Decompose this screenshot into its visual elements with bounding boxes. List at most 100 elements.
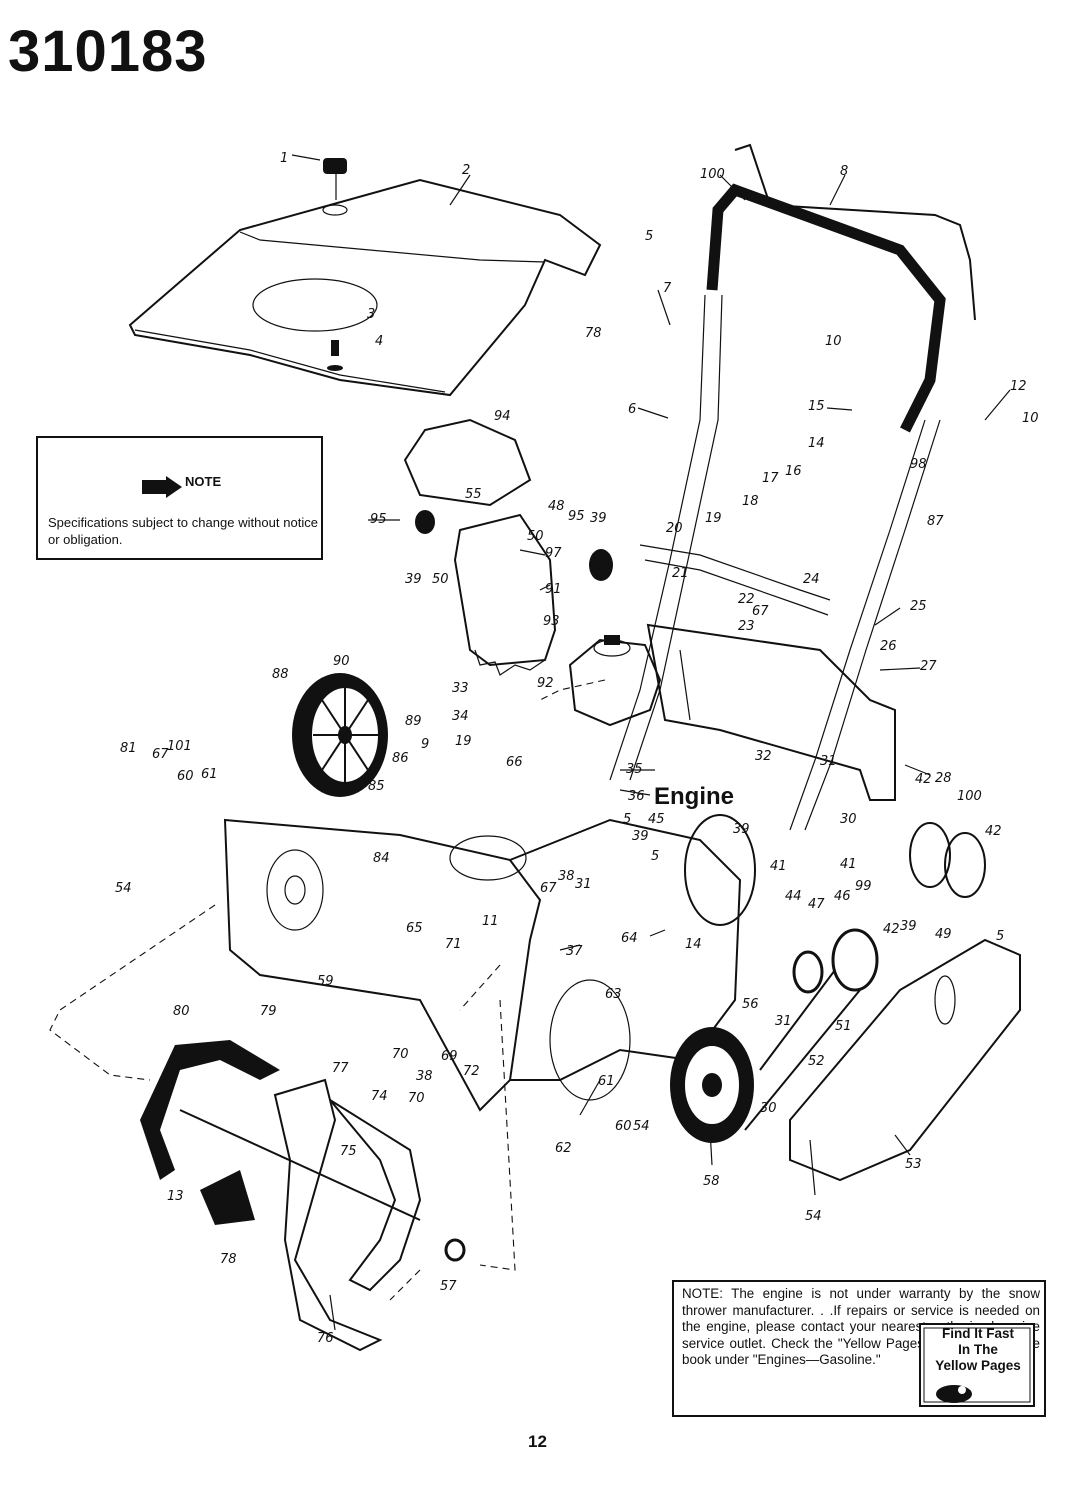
svg-text:78: 78 <box>220 1252 237 1267</box>
drive-assembly <box>670 814 986 1143</box>
leader-lines <box>291 154 1011 1331</box>
svg-text:55: 55 <box>465 487 482 502</box>
svg-text:97: 97 <box>545 546 562 561</box>
svg-text:92: 92 <box>537 676 554 691</box>
svg-text:76: 76 <box>317 1331 334 1346</box>
svg-text:14: 14 <box>808 436 825 451</box>
svg-text:52: 52 <box>808 1054 825 1069</box>
svg-text:35: 35 <box>626 762 643 777</box>
svg-text:5: 5 <box>623 812 631 827</box>
svg-text:50: 50 <box>527 529 544 544</box>
svg-text:65: 65 <box>406 921 423 936</box>
svg-text:15: 15 <box>808 399 825 414</box>
svg-text:87: 87 <box>927 514 944 529</box>
svg-text:13: 13 <box>167 1189 184 1204</box>
arrow-right-icon <box>142 476 182 498</box>
svg-text:67: 67 <box>540 881 557 896</box>
svg-text:70: 70 <box>392 1047 409 1062</box>
svg-text:31: 31 <box>775 1014 792 1029</box>
svg-text:44: 44 <box>785 889 802 904</box>
svg-text:54: 54 <box>633 1119 650 1134</box>
svg-text:5: 5 <box>651 849 659 864</box>
svg-text:20: 20 <box>666 521 683 536</box>
svg-text:5: 5 <box>996 929 1004 944</box>
svg-text:100: 100 <box>957 789 982 804</box>
svg-text:58: 58 <box>703 1174 720 1189</box>
svg-text:101: 101 <box>167 739 192 754</box>
svg-text:39: 39 <box>405 572 422 587</box>
svg-text:74: 74 <box>371 1089 388 1104</box>
svg-text:69: 69 <box>441 1049 458 1064</box>
yellow-pages-badge: Find It Fast In The Yellow Pages <box>916 1322 1038 1410</box>
svg-text:21: 21 <box>672 566 689 581</box>
handle-assembly <box>609 143 976 831</box>
svg-text:95: 95 <box>568 509 585 524</box>
svg-text:1: 1 <box>280 151 288 166</box>
svg-text:30: 30 <box>760 1101 777 1116</box>
svg-text:51: 51 <box>835 1019 852 1034</box>
badge-line-2: In The <box>958 1342 998 1357</box>
svg-text:93: 93 <box>543 614 560 629</box>
svg-text:42: 42 <box>915 772 932 787</box>
svg-text:81: 81 <box>120 741 137 756</box>
svg-text:16: 16 <box>785 464 802 479</box>
svg-text:46: 46 <box>834 889 851 904</box>
svg-text:50: 50 <box>432 572 449 587</box>
svg-text:49: 49 <box>935 927 952 942</box>
svg-text:99: 99 <box>855 879 872 894</box>
svg-text:100: 100 <box>700 167 725 182</box>
svg-text:54: 54 <box>115 881 132 896</box>
model-number: 310183 <box>8 19 208 84</box>
svg-text:47: 47 <box>808 897 825 912</box>
svg-text:5: 5 <box>645 229 653 244</box>
svg-text:32: 32 <box>755 749 772 764</box>
svg-text:18: 18 <box>742 494 759 509</box>
svg-text:39: 39 <box>590 511 607 526</box>
svg-text:78: 78 <box>585 326 602 341</box>
svg-text:57: 57 <box>440 1279 457 1294</box>
svg-text:85: 85 <box>368 779 385 794</box>
svg-text:37: 37 <box>566 944 583 959</box>
svg-text:54: 54 <box>805 1209 822 1224</box>
svg-text:2: 2 <box>462 163 470 178</box>
svg-text:38: 38 <box>416 1069 433 1084</box>
svg-text:3: 3 <box>367 307 375 322</box>
svg-text:25: 25 <box>910 599 927 614</box>
svg-text:77: 77 <box>332 1061 349 1076</box>
svg-text:61: 61 <box>598 1074 615 1089</box>
svg-text:26: 26 <box>880 639 897 654</box>
svg-text:42: 42 <box>985 824 1002 839</box>
svg-text:64: 64 <box>621 931 638 946</box>
svg-text:41: 41 <box>840 857 857 872</box>
svg-text:86: 86 <box>392 751 409 766</box>
svg-text:48: 48 <box>548 499 565 514</box>
svg-text:31: 31 <box>575 877 592 892</box>
svg-text:84: 84 <box>373 851 390 866</box>
svg-text:33: 33 <box>452 681 469 696</box>
svg-text:27: 27 <box>920 659 937 674</box>
svg-text:19: 19 <box>705 511 722 526</box>
svg-text:7: 7 <box>663 281 672 296</box>
auger-housing <box>223 818 742 1112</box>
svg-text:94: 94 <box>494 409 511 424</box>
svg-text:30: 30 <box>840 812 857 827</box>
warranty-note: NOTE: The engine is not under warranty b… <box>672 1280 1046 1417</box>
page-number: 12 <box>528 1432 547 1451</box>
svg-text:89: 89 <box>405 714 422 729</box>
svg-text:10: 10 <box>1022 411 1039 426</box>
svg-text:36: 36 <box>628 789 645 804</box>
svg-text:19: 19 <box>455 734 472 749</box>
svg-text:67: 67 <box>152 747 169 762</box>
svg-text:41: 41 <box>770 859 787 874</box>
svg-text:98: 98 <box>910 457 927 472</box>
belt-cover <box>789 938 1021 1182</box>
svg-text:42: 42 <box>883 922 900 937</box>
svg-text:39: 39 <box>733 822 750 837</box>
svg-text:39: 39 <box>900 919 917 934</box>
engine-label: Engine <box>654 783 735 810</box>
wheel <box>292 673 388 797</box>
svg-text:9: 9 <box>421 737 429 752</box>
specifications-note: NOTE Specifications subject to change wi… <box>36 436 323 560</box>
svg-text:8: 8 <box>840 164 848 179</box>
